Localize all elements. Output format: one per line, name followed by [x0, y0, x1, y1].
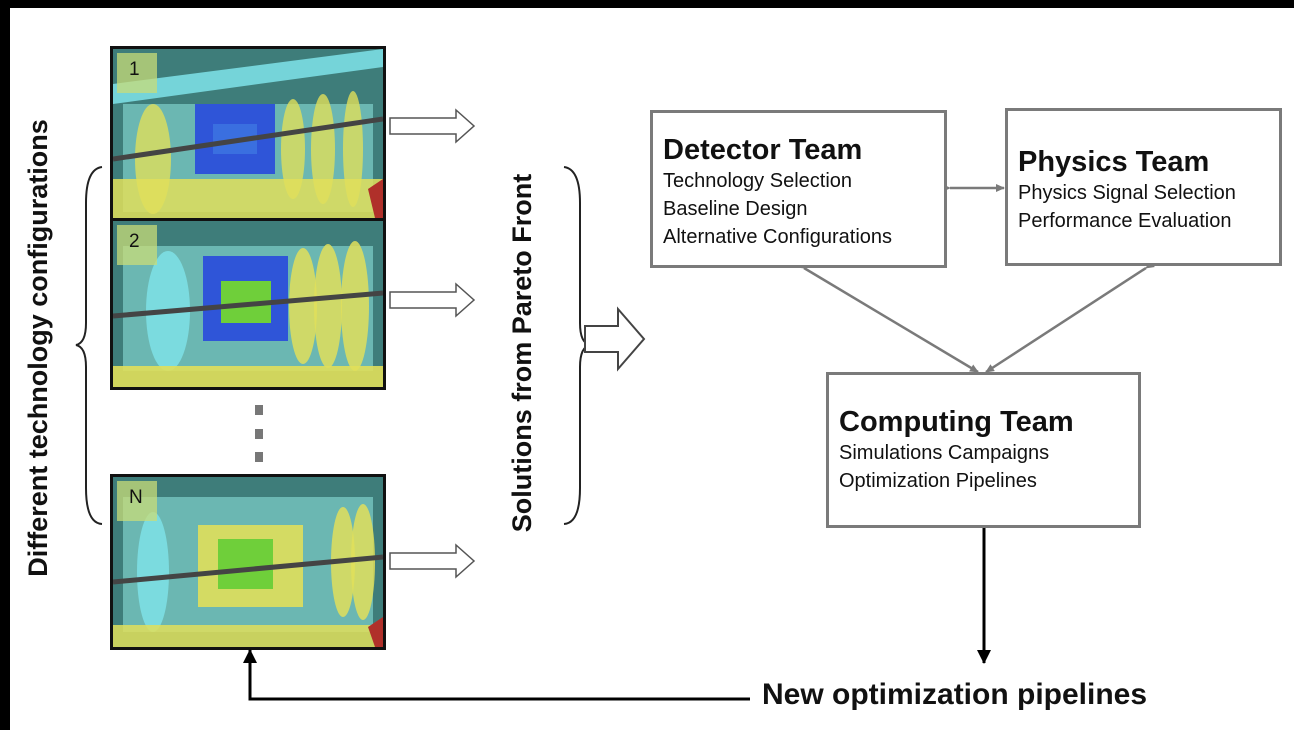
big-hollow-arrow — [584, 306, 646, 372]
physics-computing-link — [985, 260, 1155, 374]
left-brace — [75, 166, 103, 525]
panel-number-n: N — [117, 481, 157, 521]
computing-team-line: Optimization Pipelines — [839, 470, 1037, 492]
ellipsis-dot — [255, 452, 263, 462]
panel-2-arrow — [389, 282, 476, 318]
configuration-panel-2: 2 — [110, 218, 386, 390]
physics-team-title: Physics Team — [1018, 146, 1210, 178]
configuration-panel-1: 1 — [110, 46, 386, 221]
computing-team-line: Simulations Campaigns — [839, 442, 1050, 464]
ellipsis-dot — [255, 405, 263, 415]
detector-team-box: Detector Team Technology Selection Basel… — [650, 110, 947, 268]
panel-n-arrow — [389, 543, 476, 579]
detector-team-line: Technology Selection — [663, 170, 853, 192]
computing-team-box: Computing Team Simulations Campaigns Opt… — [826, 372, 1141, 528]
panel-number-1: 1 — [117, 53, 157, 93]
detector-team-line: Alternative Configurations — [663, 226, 893, 248]
diagram-canvas: Different technology configurations 1 — [10, 8, 1294, 730]
physics-team-line: Performance Evaluation — [1018, 210, 1232, 232]
feedback-arrow — [243, 649, 750, 701]
panel-1-arrow — [389, 108, 476, 144]
team-connectors — [243, 184, 1155, 701]
detector-team-line: Baseline Design — [663, 198, 808, 220]
configuration-panel-n: N — [110, 474, 386, 650]
physics-team-box: Physics Team Physics Signal Selection Pe… — [1005, 108, 1282, 266]
physics-team-line: Physics Signal Selection — [1018, 182, 1236, 204]
detector-computing-link — [795, 260, 979, 374]
new-pipelines-label: New optimization pipelines — [762, 678, 1148, 711]
ellipsis-dot — [255, 429, 263, 439]
panel-number-2: 2 — [117, 225, 157, 265]
computing-team-title: Computing Team — [839, 406, 1074, 438]
detector-team-title: Detector Team — [663, 134, 863, 166]
